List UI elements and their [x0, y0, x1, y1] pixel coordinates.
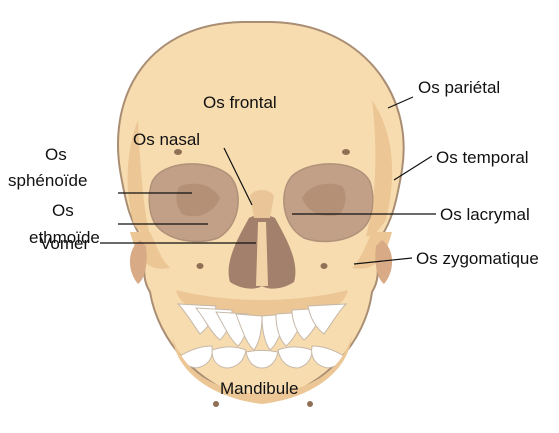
label-os-ethmoide-line1: Os	[52, 201, 74, 220]
mental-foramen-left	[213, 401, 219, 407]
label-os-nasal: Os nasal	[133, 130, 200, 149]
label-vomer: Vomer	[40, 234, 89, 253]
label-os-temporal: Os temporal	[436, 148, 529, 167]
supraorbital-foramen-right	[342, 149, 350, 155]
infraorbital-foramen-right	[321, 263, 328, 269]
label-os-sphenoide-line2: sphénoïde	[8, 171, 87, 190]
vomer-septum	[256, 222, 268, 286]
label-os-lacrymal: Os lacrymal	[440, 205, 530, 224]
label-os-sphenoide-line1: Os	[45, 145, 67, 164]
label-os-zygomatique: Os zygomatique	[416, 249, 539, 268]
label-mandibule: Mandibule	[220, 379, 298, 398]
mental-foramen-right	[307, 401, 313, 407]
label-os-parietal: Os pariétal	[418, 78, 500, 97]
nasal-bone	[250, 190, 274, 218]
label-os-frontal: Os frontal	[203, 93, 277, 112]
supraorbital-foramen-left	[174, 149, 182, 155]
infraorbital-foramen-left	[197, 263, 204, 269]
